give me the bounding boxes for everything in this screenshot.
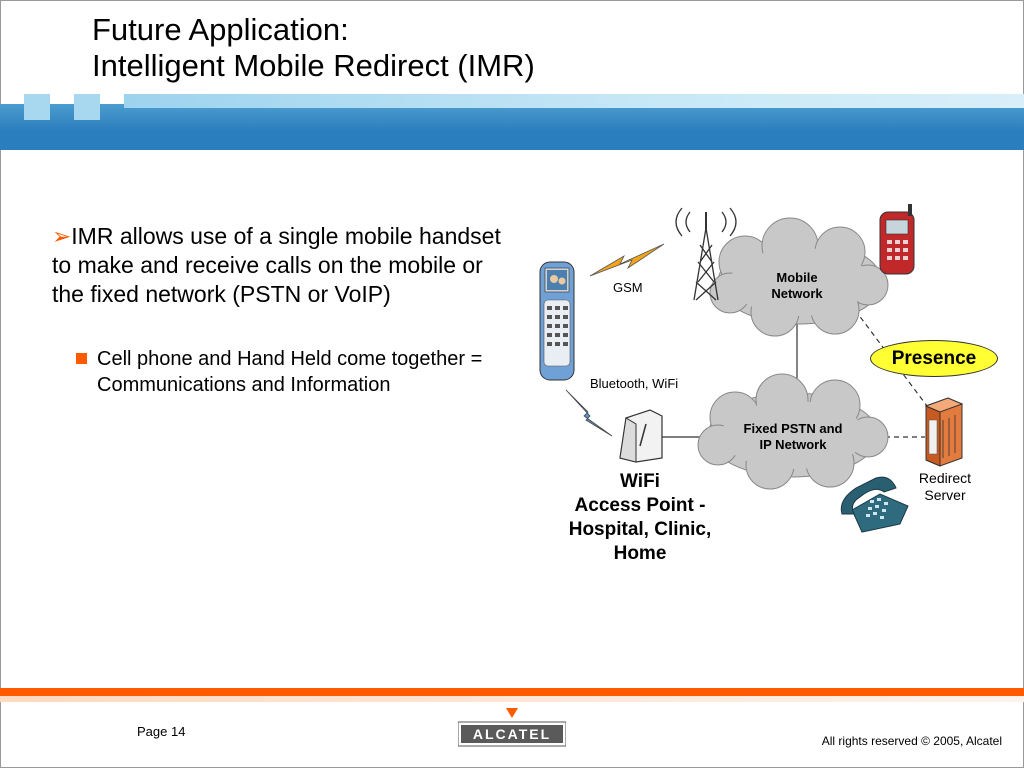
- cell-tower-icon: [675, 207, 737, 301]
- presence-badge: Presence: [870, 340, 998, 377]
- bluetooth-wifi-label: Bluetooth, WiFi: [590, 376, 679, 391]
- main-bullet-text: IMR allows use of a single mobile handse…: [52, 223, 501, 307]
- fixed-network-label: Fixed PSTN and IP Network: [728, 421, 858, 453]
- title-line-2: Intelligent Mobile Redirect (IMR): [92, 48, 535, 83]
- logo-text: ALCATEL: [473, 726, 551, 742]
- footer-fade-band: [0, 696, 1024, 702]
- footer-band: [0, 688, 1024, 696]
- square-bullet-icon: [76, 353, 87, 364]
- smartphone-icon: [539, 261, 575, 381]
- redirect-server-label: Redirect Server: [905, 470, 985, 504]
- wifi-access-point-label: WiFi Access Point - Hospital, Clinic, Ho…: [540, 470, 740, 566]
- fixed-network-line2: IP Network: [759, 437, 827, 452]
- copyright-text: All rights reserved © 2005, Alcatel: [821, 734, 1002, 748]
- redirect-line1: Redirect: [918, 470, 972, 486]
- header-square-2: [74, 94, 100, 120]
- desk-phone-icon: [840, 476, 909, 533]
- redirect-line2: Server: [924, 487, 966, 503]
- mobile-network-line2: Network: [771, 286, 823, 301]
- main-bullet: ➢IMR allows use of a single mobile hands…: [52, 222, 502, 309]
- header-band: [0, 104, 1024, 150]
- fixed-network-line1: Fixed PSTN and: [743, 421, 843, 436]
- alcatel-logo: ALCATEL: [458, 708, 566, 747]
- gsm-label: GSM: [613, 280, 643, 295]
- mobile-network-label: Mobile Network: [745, 270, 849, 302]
- mobile-server-link: [854, 309, 931, 411]
- wifi-ap-line2: Access Point -: [574, 495, 706, 516]
- redirect-server-icon: [924, 397, 964, 467]
- page-number: Page 14: [137, 724, 186, 739]
- wifi-access-point-icon: [619, 409, 663, 463]
- header-light-band: [124, 94, 1024, 108]
- fixed-network-cloud: [697, 373, 889, 490]
- slide-title: Future Application: Intelligent Mobile R…: [92, 12, 535, 84]
- header-square-1: [24, 94, 50, 120]
- wifi-ap-line4: Home: [613, 543, 667, 564]
- title-line-1: Future Application:: [92, 12, 349, 47]
- bullet-arrow-icon: ➢: [52, 223, 72, 249]
- gsm-signal-icon: [589, 243, 665, 277]
- wifi-ap-line3: Hospital, Clinic,: [568, 519, 712, 540]
- bluetooth-signal-icon: [565, 389, 613, 437]
- wifi-ap-line1: WiFi: [620, 471, 660, 492]
- mobile-network-line1: Mobile: [776, 270, 818, 285]
- sub-bullet-text: Cell phone and Hand Held come together =…: [97, 348, 483, 396]
- mobile-network-cloud: [709, 217, 889, 337]
- mobile-phone-icon: [879, 204, 915, 275]
